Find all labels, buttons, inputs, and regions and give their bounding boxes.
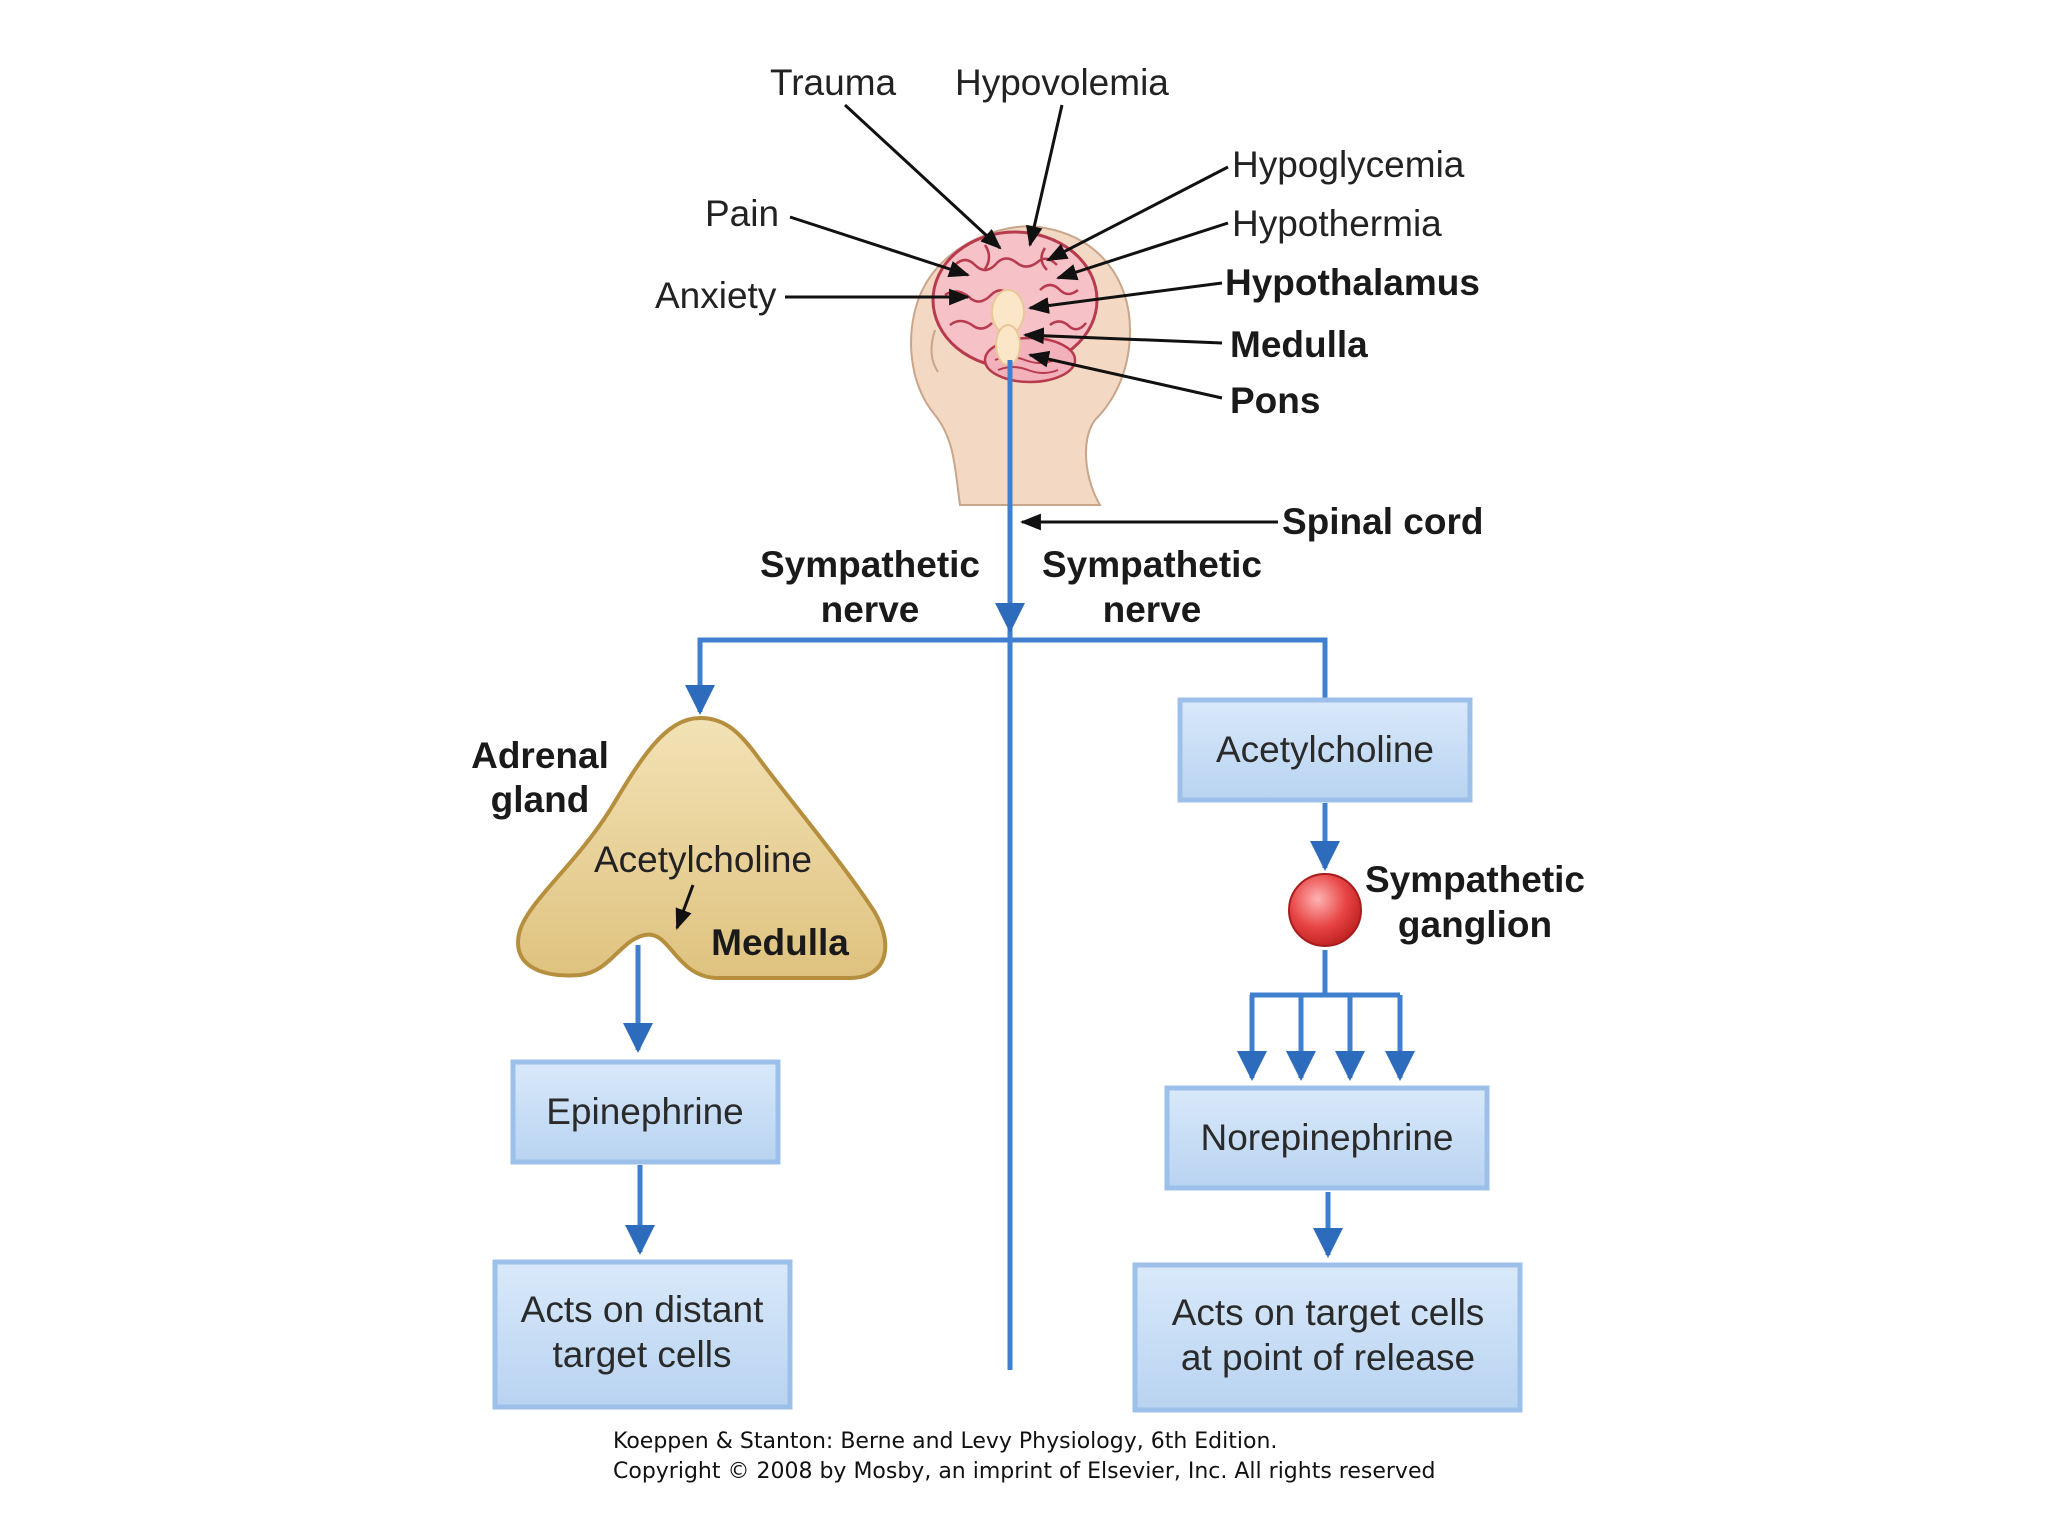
distant-target-line2: target cells — [553, 1334, 732, 1375]
adrenal-gland-label-line1: Adrenal — [471, 735, 609, 776]
ganglion-label-line1: Sympathetic — [1365, 859, 1585, 900]
left-sympathetic-nerve — [685, 637, 1010, 715]
norepinephrine-label: Norepinephrine — [1200, 1117, 1453, 1158]
adrenal-acetylcholine: Acetylcholine — [594, 839, 812, 880]
label-spinal-cord: Spinal cord — [1282, 501, 1483, 542]
stimulus-hypoglycemia: Hypoglycemia — [1232, 144, 1465, 185]
epinephrine-label: Epinephrine — [546, 1091, 743, 1132]
sympathetic-ganglion — [1288, 873, 1362, 947]
brainstem-structure — [995, 324, 1021, 366]
left-pathway-arrows — [623, 945, 655, 1255]
stimulus-anxiety: Anxiety — [655, 275, 777, 316]
stimulus-hypothermia: Hypothermia — [1232, 203, 1442, 244]
right-nerve-label-line1: Sympathetic — [1042, 544, 1262, 585]
adrenal-gland-shape — [516, 715, 888, 980]
right-acetylcholine-box: Acetylcholine — [1177, 697, 1473, 803]
left-nerve-label-line2: nerve — [821, 589, 920, 630]
stimulus-trauma: Trauma — [770, 62, 897, 103]
stimulus-pain: Pain — [705, 193, 779, 234]
pointer-lines — [785, 103, 1278, 531]
distant-target-box: Acts on distant target cells — [492, 1259, 793, 1410]
adrenal-gland-label-line2: gland — [491, 779, 590, 820]
caption-line2: Copyright © 2008 by Mosby, an imprint of… — [613, 1459, 1435, 1484]
right-pathway-arrows — [1237, 803, 1415, 1258]
label-medulla: Medulla — [1230, 324, 1368, 365]
release-target-box: Acts on target cells at point of release — [1132, 1262, 1523, 1413]
label-hypothalamus: Hypothalamus — [1225, 262, 1480, 303]
caption-line1: Koeppen & Stanton: Berne and Levy Physio… — [613, 1429, 1277, 1454]
ganglion-label-line2: ganglion — [1398, 904, 1552, 945]
right-sympathetic-nerve — [1010, 637, 1328, 700]
distant-target-line1: Acts on distant — [521, 1289, 764, 1330]
adrenal-medulla-label: Medulla — [711, 922, 849, 963]
nerve-pathways — [685, 360, 1328, 1370]
right-acetylcholine-label: Acetylcholine — [1216, 729, 1434, 770]
release-target-line1: Acts on target cells — [1172, 1292, 1485, 1333]
norepinephrine-box: Norepinephrine — [1164, 1085, 1490, 1191]
stimulus-hypovolemia: Hypovolemia — [955, 62, 1169, 103]
epinephrine-box: Epinephrine — [510, 1059, 781, 1165]
adrenal-inner-arrow — [675, 884, 695, 930]
right-nerve-label-line2: nerve — [1103, 589, 1202, 630]
left-nerve-label-line1: Sympathetic — [760, 544, 980, 585]
label-pons: Pons — [1230, 380, 1320, 421]
release-target-line2: at point of release — [1181, 1337, 1475, 1378]
